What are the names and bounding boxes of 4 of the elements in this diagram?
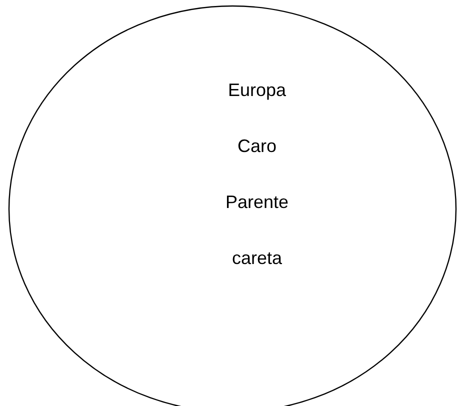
- word-label: Parente: [224, 191, 290, 213]
- word-label: careta: [230, 247, 284, 269]
- word-label: Europa: [226, 79, 288, 101]
- word-label: Caro: [236, 135, 278, 157]
